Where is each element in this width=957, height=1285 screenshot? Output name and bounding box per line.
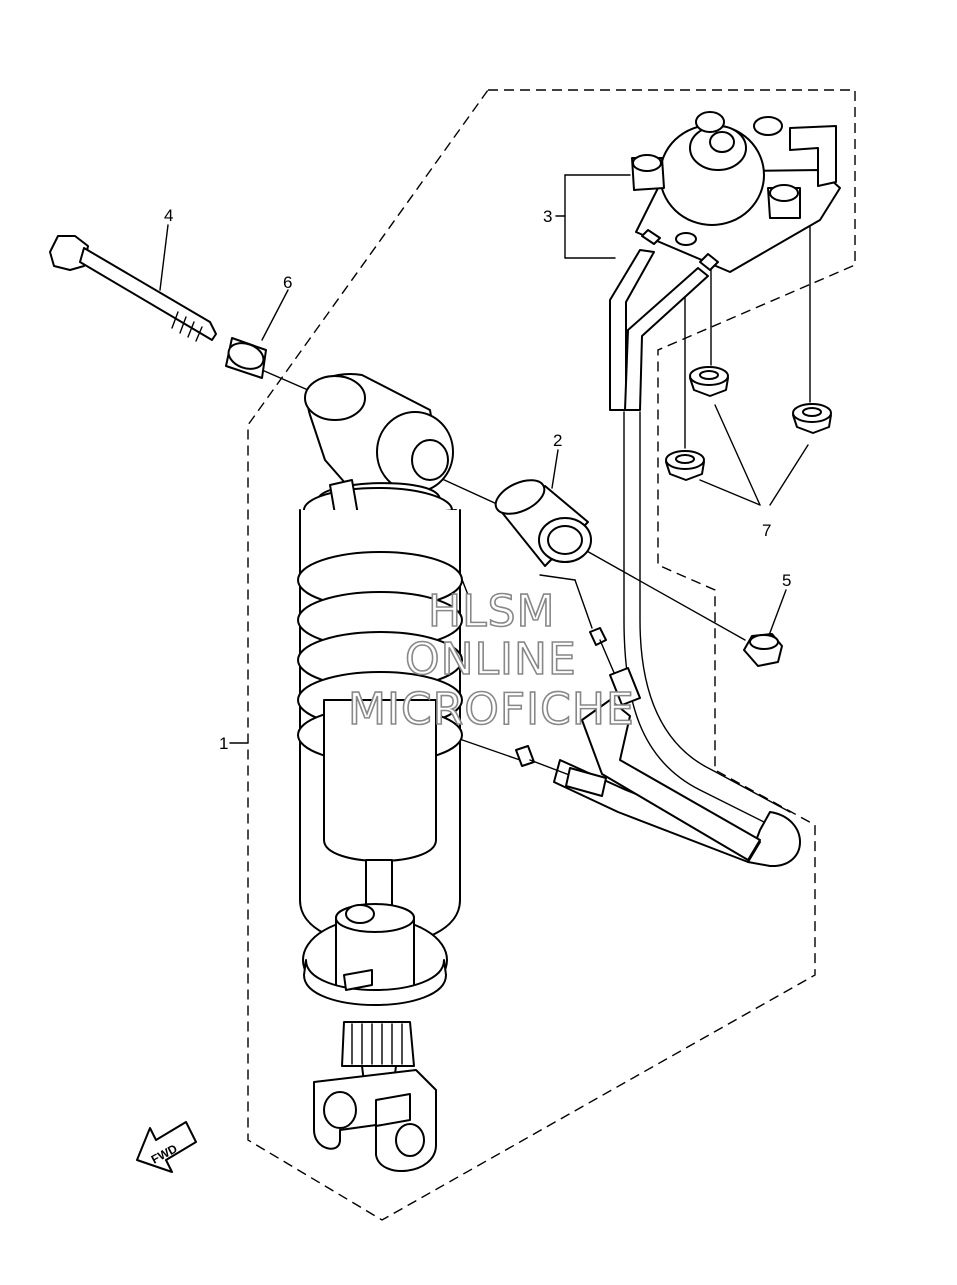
rear-shock-absorber [297,373,463,1172]
watermark: HLSM ONLINE MICROFICHE [347,585,635,736]
flange-nuts [665,366,832,481]
watermark-line-2: ONLINE [405,634,577,685]
callout-1: 1 [219,734,228,753]
callout-7: 7 [762,521,771,540]
assembly-boundary [247,89,856,1221]
callout-4: 4 [164,206,173,225]
callout-3: 3 [543,207,552,226]
callout-5: 5 [782,571,791,590]
spacer-bushing [494,479,592,567]
hydraulic-hoses [553,249,801,868]
cable-fittings [515,627,641,797]
collar [225,337,267,379]
preload-adjuster [631,111,841,273]
callout-2: 2 [553,431,562,450]
nut [743,633,783,667]
watermark-line-3: MICROFICHE [348,684,635,735]
watermark-line-1: HLSM [428,586,556,637]
bolt [49,235,217,342]
callout-6: 6 [283,273,292,292]
callout-labels: 1 2 3 4 5 6 7 [164,206,791,753]
fwd-arrow-icon: FWD [136,1121,197,1173]
